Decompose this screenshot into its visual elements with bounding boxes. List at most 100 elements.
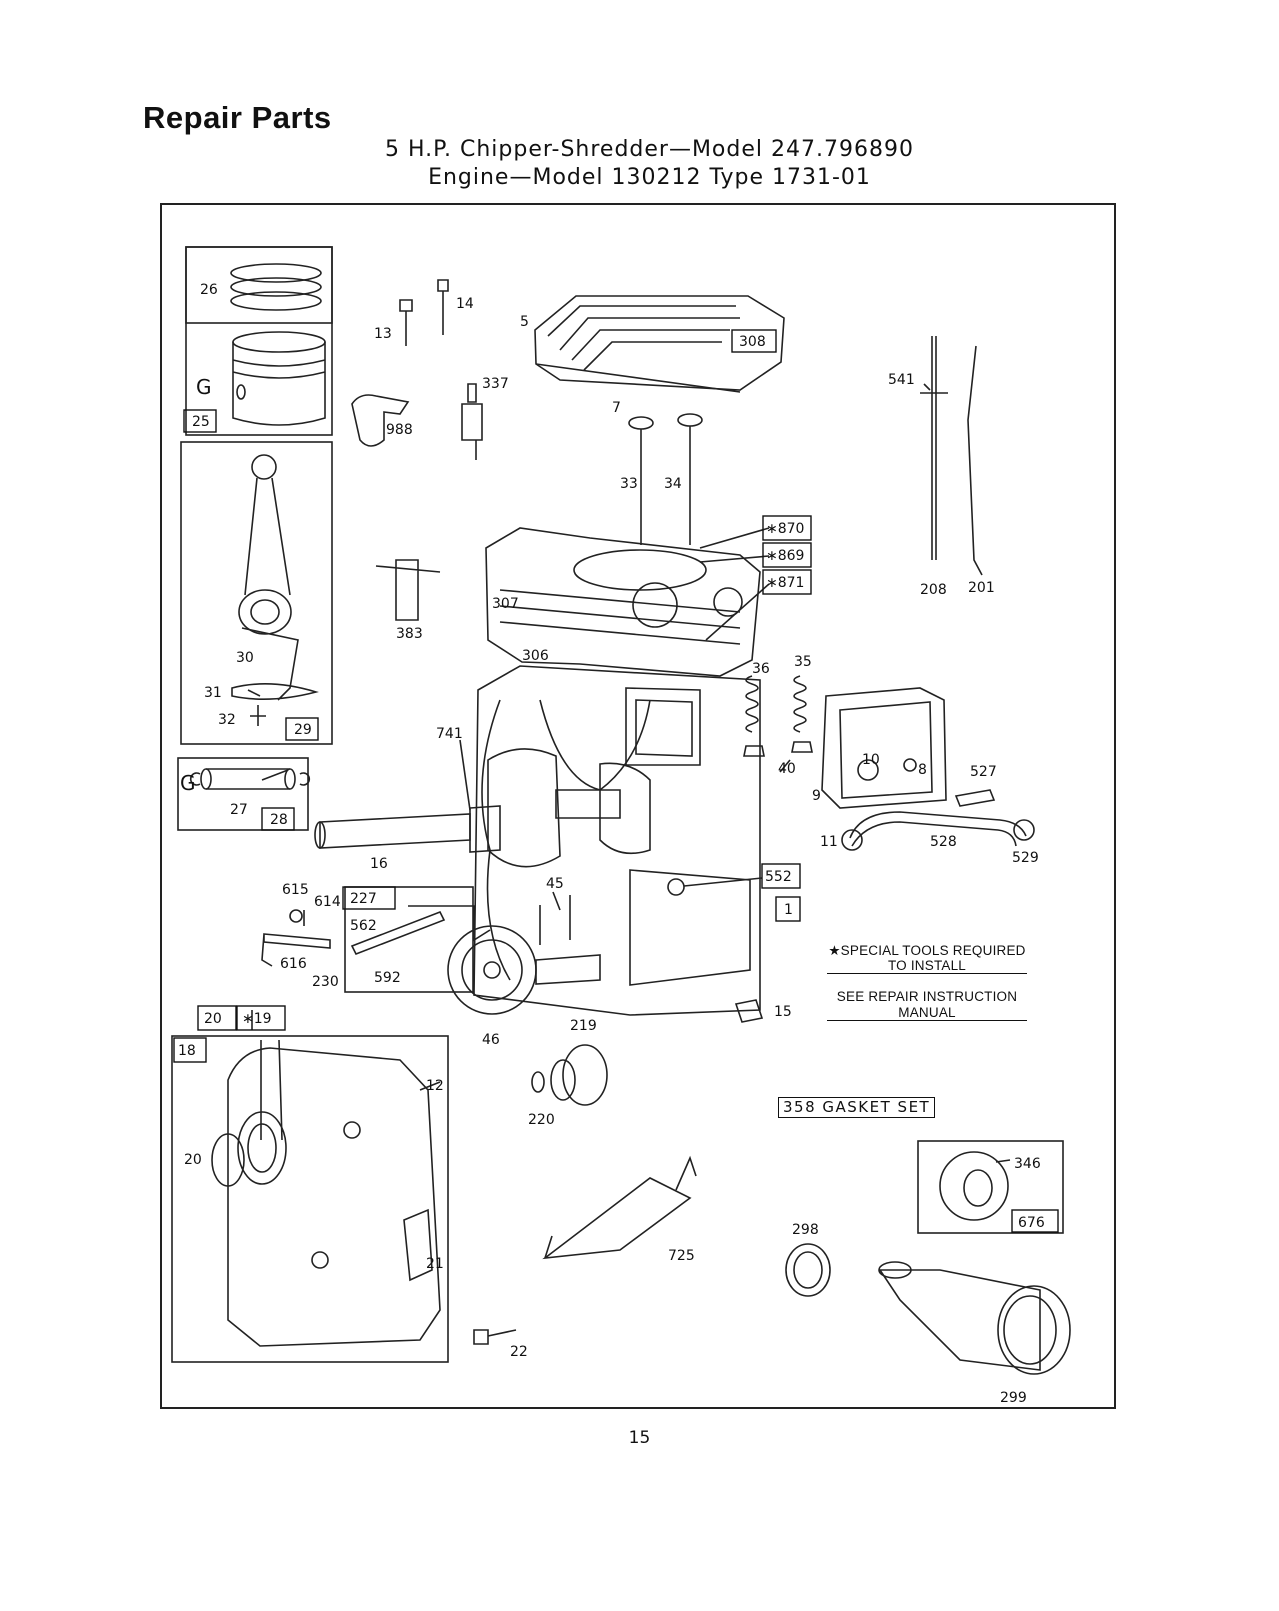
part-label-298: 298 [792,1222,819,1238]
part-label-230: 230 [312,974,339,990]
cylinder-head-drawing [534,295,785,393]
part-label-29: 29 [294,722,312,738]
spark-plug-boot-drawing [351,394,410,447]
part-label-35: 35 [794,654,812,670]
part-label-15: 15 [774,1004,792,1020]
crankshaft-drawing [314,748,651,868]
piston-inset-box [185,246,333,436]
gasket-set-label: 358 GASKET SET [778,1097,936,1118]
piston-pin-drawing [189,768,311,790]
shield-725-drawing [542,1155,697,1260]
part-label-346: 346 [1014,1156,1041,1172]
part-label-529: 529 [1012,850,1039,866]
gear-219-drawing [531,1044,608,1106]
part-label-741: 741 [436,726,463,742]
part-label-299: 299 [1000,1390,1027,1406]
part-label-592: 592 [374,970,401,986]
dipstick-and-tube-drawing [920,336,983,576]
part-label-7: 7 [612,400,621,416]
model-subtitle: 5 H.P. Chipper-Shredder—Model 247.796890 [385,137,914,162]
part-label-g-pin: G [180,771,196,795]
cam-gear-drawing [447,895,601,1015]
diagram-frame [160,203,1116,1409]
part-label-34: 34 [664,476,682,492]
part-label-871: ∗871 [766,575,804,591]
part-label-988: 988 [386,422,413,438]
part-label-16: 16 [370,856,388,872]
part-label-869: ∗869 [766,548,804,564]
part-label-201: 201 [968,580,995,596]
page-title: Repair Parts [143,100,332,135]
special-tools-note: ★SPECIAL TOOLS REQUIRED [828,943,1026,958]
special-tools-note-line2: TO INSTALL [827,958,1027,974]
part-label-528: 528 [930,834,957,850]
part-label-14: 14 [456,296,474,312]
part-label-10: 10 [862,752,880,768]
part-label-46: 46 [482,1032,500,1048]
part-label-337: 337 [482,376,509,392]
part-label-5: 5 [520,314,529,330]
part-label-g-piston: G [196,375,212,399]
part-label-870: ∗870 [766,521,804,537]
part-label-9: 9 [812,788,821,804]
part-label-208: 208 [920,582,947,598]
part-label-12: 12 [426,1078,444,1094]
crankcase-cover-drawing [211,1047,441,1347]
piston-pin-inset-box [177,757,309,831]
part-label-13: 13 [374,326,392,342]
part-label-22: 22 [510,1344,528,1360]
part-label-19: ∗19 [242,1011,272,1027]
valve-springs-drawing [743,675,813,757]
part-label-541: 541 [888,372,915,388]
piston-drawing [232,331,326,426]
part-label-28: 28 [270,812,288,828]
crankcase-cover-inset-box [171,1035,449,1363]
breather-assembly-drawing [821,687,947,809]
part-label-220: 220 [528,1112,555,1128]
part-label-25: 25 [192,414,210,430]
muffler-drawing [878,1261,1071,1375]
repair-manual-note-line2: MANUAL [827,1005,1027,1021]
part-label-27: 27 [230,802,248,818]
part-label-40: 40 [778,761,796,777]
part-label-552: 552 [765,869,792,885]
breather-inset-box [917,1140,1064,1234]
breather-676-drawing [939,1151,1011,1221]
tool-383-drawing [375,559,441,621]
part-label-31: 31 [204,685,222,701]
part-label-33: 33 [620,476,638,492]
part-label-30: 30 [236,650,254,666]
part-label-383: 383 [396,626,423,642]
governor-inset-box [344,886,474,993]
part-label-308: 308 [739,334,766,350]
cylinder-head-bolts-drawing [399,279,449,346]
part-label-219: 219 [570,1018,597,1034]
part-label-32: 32 [218,712,236,728]
part-label-36: 36 [752,661,770,677]
part-label-21: 21 [426,1256,444,1272]
seal-298-drawing [785,1243,831,1297]
part-label-307: 307 [492,596,519,612]
governor-linkage-drawing [261,909,446,967]
oil-drain-plug-drawing [734,999,764,1023]
part-label-11: 11 [820,834,838,850]
part-label-562: 562 [350,918,377,934]
part-label-615: 615 [282,882,309,898]
valves-drawing [628,413,703,545]
connecting-rod-drawing [231,454,319,726]
part-label-227: 227 [350,891,377,907]
part-label-614: 614 [314,894,341,910]
part-label-45: 45 [546,876,564,892]
repair-manual-note: SEE REPAIR INSTRUCTION [836,989,1018,1004]
part-label-527: 527 [970,764,997,780]
spark-plug-drawing [461,383,483,460]
part-label-306: 306 [522,648,549,664]
piston-rings-drawing [230,263,322,311]
part-label-1: 1 [784,902,793,918]
engine-subtitle: Engine—Model 130212 Type 1731-01 [428,165,871,190]
part-label-676: 676 [1018,1215,1045,1231]
connecting-rod-inset-box [180,441,333,745]
part-label-20-top: 20 [204,1011,222,1027]
